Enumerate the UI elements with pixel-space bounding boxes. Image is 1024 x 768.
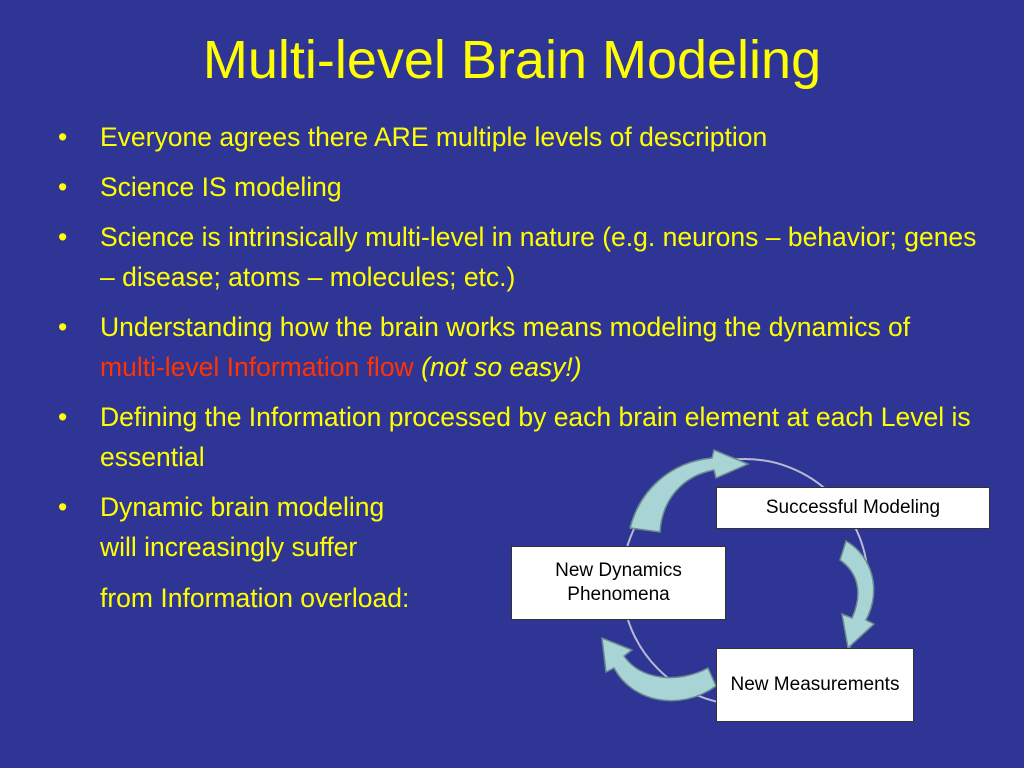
- bullet-text-line2: will increasingly suffer: [100, 532, 358, 562]
- bullet-text: Science is intrinsically multi-level in …: [100, 222, 977, 292]
- bullet-item: • Everyone agrees there ARE multiple lev…: [58, 117, 978, 157]
- bullet-text: Understanding how the brain works means …: [100, 312, 911, 342]
- bullet-item: • Science is intrinsically multi-level i…: [58, 217, 978, 297]
- bullet-marker: •: [58, 402, 68, 432]
- bullet-text-line1: Dynamic brain modeling: [100, 492, 385, 522]
- bullet-continuation: from Information overload:: [100, 583, 410, 613]
- bullet-marker: •: [58, 122, 68, 152]
- new-dynamics-box: New Dynamics Phenomena: [511, 546, 726, 620]
- slide-title: Multi-level Brain Modeling: [202, 30, 822, 90]
- bullet-list: • Everyone agrees there ARE multiple lev…: [58, 117, 978, 577]
- bullet-marker: •: [58, 222, 68, 252]
- bullet-item: • Dynamic brain modeling will increasing…: [58, 487, 978, 567]
- bullet-item: • Understanding how the brain works mean…: [58, 307, 978, 387]
- bullet-marker: •: [58, 312, 68, 342]
- bullet-text: Defining the Information processed by ea…: [100, 402, 971, 472]
- bullet-marker: •: [58, 172, 68, 202]
- success-modeling-box: Successful Modeling: [716, 487, 990, 529]
- new-measurements-box: New Measurements: [716, 648, 914, 722]
- bullet-marker: •: [58, 492, 68, 522]
- bullet-item: • Defining the Information processed by …: [58, 397, 978, 477]
- bullet-text: Everyone agrees there ARE multiple level…: [100, 122, 768, 152]
- italic-note: (not so easy!): [421, 352, 582, 382]
- cycle-arrow-bottom-icon: [601, 636, 717, 702]
- highlight-text: multi-level Information flow: [100, 352, 414, 382]
- bullet-item: • Science IS modeling: [58, 167, 978, 207]
- bullet-text: Science IS modeling: [100, 172, 342, 202]
